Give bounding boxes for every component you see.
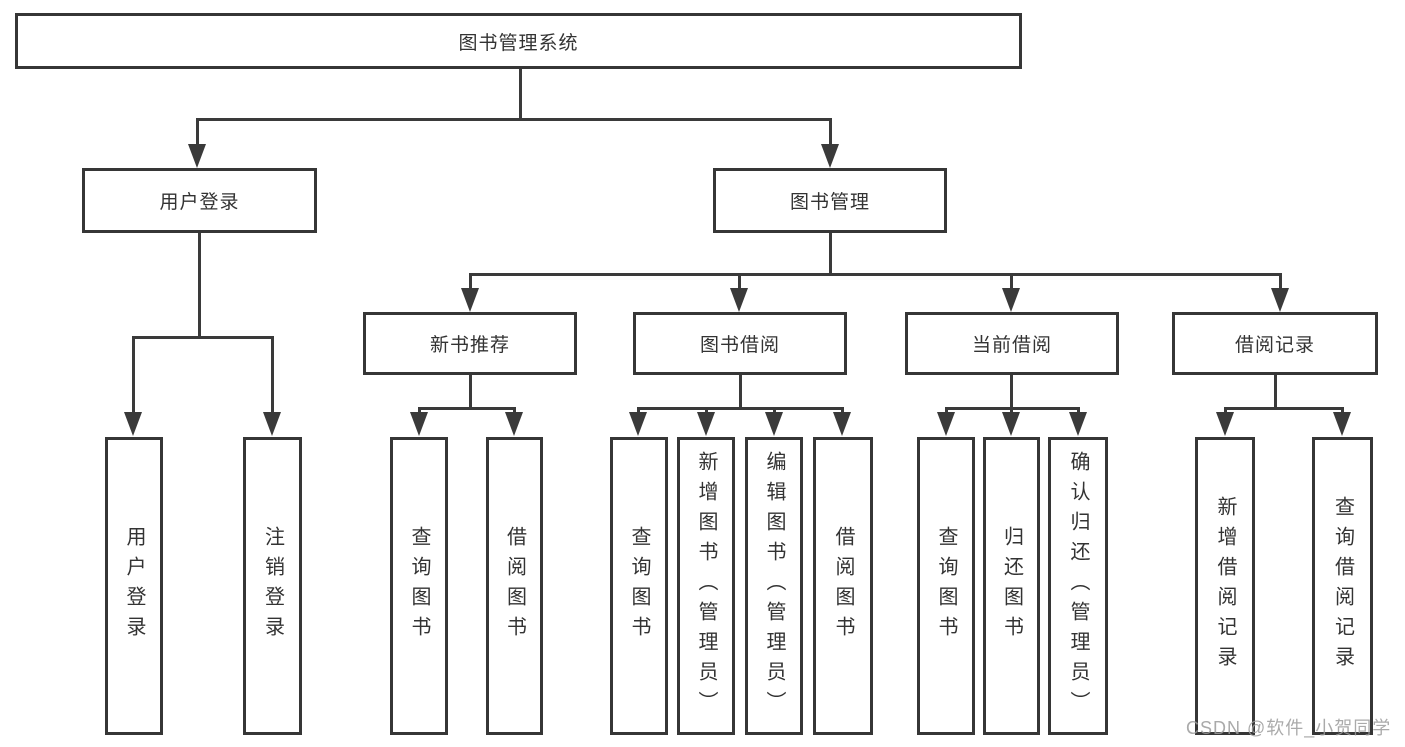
arrow-down-current-return bbox=[1002, 412, 1020, 436]
leaf-records-query-record: 查询借阅记录 bbox=[1312, 437, 1373, 735]
connector-drop-new-book-recommend bbox=[469, 273, 472, 290]
arrow-down-recommend-query bbox=[410, 412, 428, 436]
connector-drop-recommend-query bbox=[418, 407, 421, 414]
arrow-down-current-confirm bbox=[1069, 412, 1087, 436]
connector-borrow-stem bbox=[739, 375, 742, 407]
node-new-book-recommend: 新书推荐 bbox=[363, 312, 577, 375]
leaf-label: 查询图书 bbox=[935, 526, 957, 646]
arrow-down-records-query bbox=[1333, 412, 1351, 436]
connector-drop-leaf-user-login bbox=[132, 336, 135, 414]
arrow-down-borrow-edit bbox=[765, 412, 783, 436]
arrow-down-leaf-user-login bbox=[124, 412, 142, 436]
leaf-label: 归还图书 bbox=[1000, 526, 1023, 646]
leaf-label: 用户登录 bbox=[123, 526, 145, 646]
connector-drop-book-management bbox=[829, 118, 832, 146]
arrow-down-records-add bbox=[1216, 412, 1234, 436]
connector-drop-user-login bbox=[196, 118, 199, 146]
arrow-down-borrow-add bbox=[697, 412, 715, 436]
leaf-current-confirm-return-admin: 确认归还（管理员） bbox=[1048, 437, 1108, 735]
node-book-borrow: 图书借阅 bbox=[633, 312, 847, 375]
arrow-down-book-borrow bbox=[730, 288, 748, 312]
connector-drop-borrow-query bbox=[637, 407, 640, 414]
connector-records-stem bbox=[1274, 375, 1277, 407]
connector-drop-records-add bbox=[1224, 407, 1227, 414]
connector-drop-borrow-borrow bbox=[841, 407, 844, 414]
connector-drop-borrow-edit bbox=[773, 407, 776, 414]
connector-drop-current-confirm bbox=[1077, 407, 1080, 414]
leaf-label: 查询图书 bbox=[628, 526, 650, 646]
leaf-recommend-borrow-books: 借阅图书 bbox=[486, 437, 543, 735]
arrow-down-leaf-logout bbox=[263, 412, 281, 436]
connector-drop-borrow-records bbox=[1279, 273, 1282, 290]
leaf-label: 借阅图书 bbox=[503, 526, 526, 646]
leaf-borrow-add-books-admin: 新增图书（管理员） bbox=[677, 437, 735, 735]
leaf-current-query-books: 查询图书 bbox=[917, 437, 975, 735]
leaf-label: 确认归还（管理员） bbox=[1067, 451, 1089, 721]
connector-records-crossbar bbox=[1224, 407, 1343, 410]
arrow-down-borrow-borrow bbox=[833, 412, 851, 436]
leaf-label: 新增图书（管理员） bbox=[695, 451, 717, 721]
connector-drop-book-borrow bbox=[738, 273, 741, 290]
leaf-records-add-record: 新增借阅记录 bbox=[1195, 437, 1255, 735]
leaf-label: 编辑图书（管理员） bbox=[763, 451, 785, 721]
node-borrow-records: 借阅记录 bbox=[1172, 312, 1378, 375]
connector-drop-current-borrow bbox=[1010, 273, 1013, 290]
connector-current-stem bbox=[1010, 375, 1013, 407]
connector-root-crossbar bbox=[196, 118, 832, 121]
connector-drop-leaf-logout bbox=[271, 336, 274, 414]
arrow-down-book-management bbox=[821, 144, 839, 168]
node-root-library-system: 图书管理系统 bbox=[15, 13, 1022, 69]
leaf-borrow-borrow-books: 借阅图书 bbox=[813, 437, 873, 735]
leaf-recommend-query-books: 查询图书 bbox=[390, 437, 448, 735]
leaf-borrow-query-books: 查询图书 bbox=[610, 437, 668, 735]
node-user-login: 用户登录 bbox=[82, 168, 317, 233]
connector-drop-current-return bbox=[1010, 407, 1013, 414]
arrow-down-user-login bbox=[188, 144, 206, 168]
connector-recommend-crossbar bbox=[418, 407, 515, 410]
arrow-down-new-book-recommend bbox=[461, 288, 479, 312]
connector-book-management-stem bbox=[829, 233, 832, 273]
connector-book-management-crossbar bbox=[469, 273, 1282, 276]
arrow-down-current-borrow bbox=[1002, 288, 1020, 312]
arrow-down-borrow-query bbox=[629, 412, 647, 436]
connector-drop-recommend-borrow bbox=[513, 407, 516, 414]
leaf-borrow-edit-books-admin: 编辑图书（管理员） bbox=[745, 437, 803, 735]
leaf-logout: 注销登录 bbox=[243, 437, 302, 735]
leaf-label: 查询借阅记录 bbox=[1331, 496, 1354, 676]
leaf-label: 新增借阅记录 bbox=[1214, 496, 1236, 676]
connector-user-login-crossbar bbox=[132, 336, 273, 339]
connector-user-login-stem bbox=[198, 233, 201, 336]
connector-borrow-crossbar bbox=[637, 407, 843, 410]
connector-root-stem bbox=[519, 69, 522, 121]
leaf-label: 借阅图书 bbox=[832, 526, 854, 646]
connector-recommend-stem bbox=[469, 375, 472, 408]
csdn-watermark: CSDN @软件_小贺同学 bbox=[1186, 718, 1392, 738]
connector-drop-borrow-add bbox=[705, 407, 708, 414]
arrow-down-borrow-records bbox=[1271, 288, 1289, 312]
leaf-user-login: 用户登录 bbox=[105, 437, 163, 735]
leaf-label: 查询图书 bbox=[408, 526, 430, 646]
arrow-down-recommend-borrow bbox=[505, 412, 523, 436]
connector-drop-records-query bbox=[1341, 407, 1344, 414]
node-current-borrow: 当前借阅 bbox=[905, 312, 1119, 375]
arrow-down-current-query bbox=[937, 412, 955, 436]
node-book-management: 图书管理 bbox=[713, 168, 947, 233]
leaf-current-return-books: 归还图书 bbox=[983, 437, 1040, 735]
connector-drop-current-query bbox=[945, 407, 948, 414]
leaf-label: 注销登录 bbox=[261, 526, 284, 646]
